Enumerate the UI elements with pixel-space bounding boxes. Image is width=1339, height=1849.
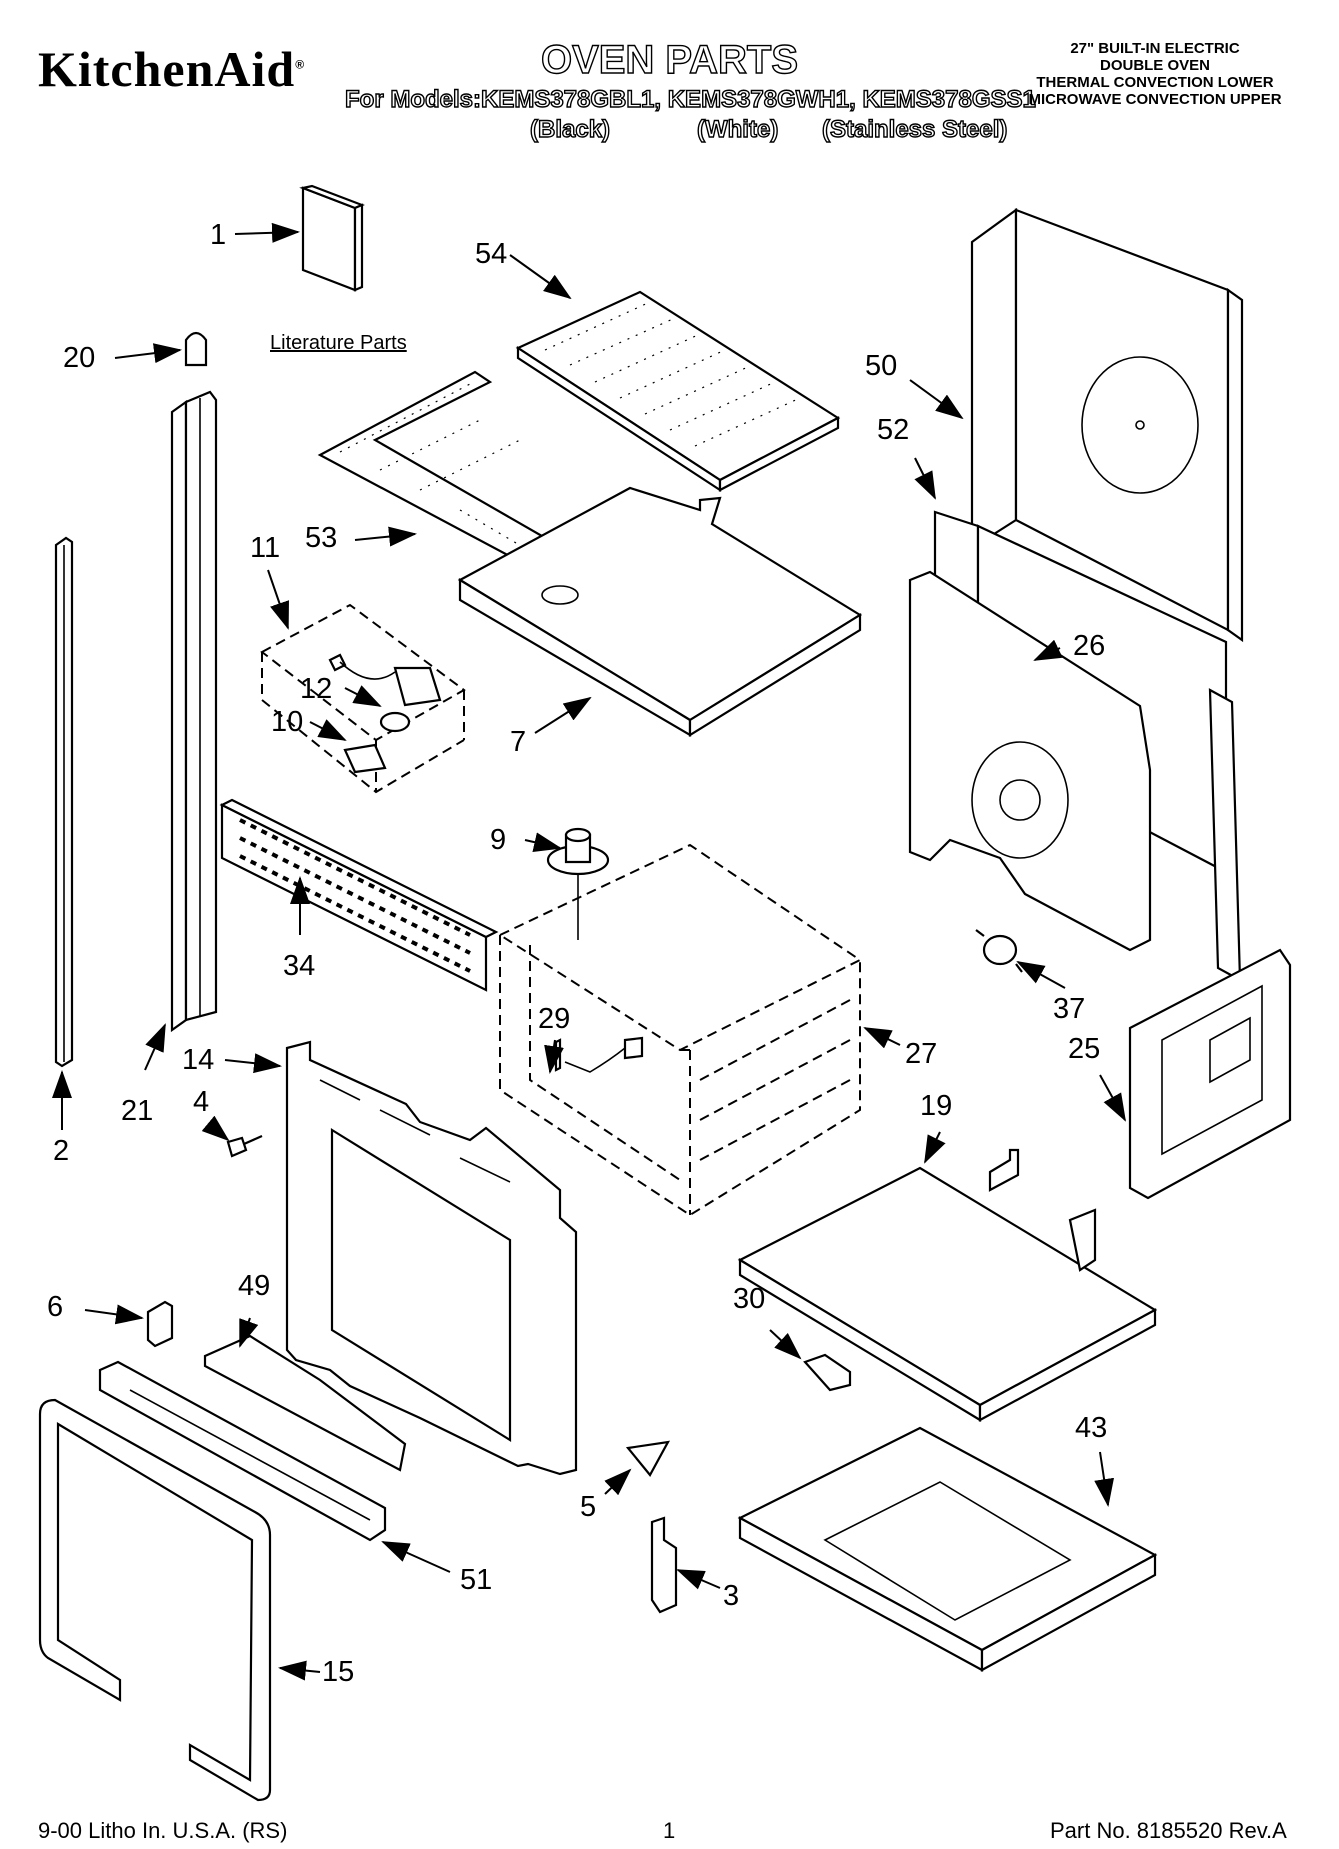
thermostat-part-37 [975, 929, 1023, 973]
callout-leaders [52, 222, 1126, 1681]
model-list: For Models:KEMS378GBL1, KEMS378GWH1, KEM… [344, 85, 1036, 113]
callout-27: 27 [905, 1038, 938, 1070]
sensor-part-29 [554, 1036, 644, 1073]
description-line: MICROWAVE CONVECTION UPPER [1028, 91, 1282, 108]
variant-black: (Black) [529, 115, 611, 143]
registered-mark: ® [295, 57, 306, 72]
vent-grille-part-34 [219, 798, 499, 992]
callout-37: 37 [1053, 993, 1086, 1025]
oven-cavity-part-27 [497, 843, 862, 1217]
callout-51: 51 [460, 1564, 493, 1596]
callout-1: 1 [210, 219, 227, 251]
literature-parts-label: Literature Parts [270, 332, 407, 354]
callout-30: 30 [733, 1283, 766, 1315]
callout-29: 29 [538, 1003, 571, 1035]
thin-trim-part-2 [54, 536, 74, 1068]
clip-part-6 [146, 1300, 174, 1348]
appliance-description: 27" BUILT-IN ELECTRIC DOUBLE OVEN THERMA… [1000, 40, 1310, 108]
brand-name: KitchenAid [38, 41, 296, 97]
page-title: OVEN PARTS [540, 37, 799, 82]
bottom-panel-part-19 [737, 1148, 1158, 1422]
callout-9: 9 [490, 824, 507, 856]
callout-25: 25 [1068, 1033, 1101, 1065]
callout-26: 26 [1073, 630, 1106, 662]
callout-43: 43 [1075, 1412, 1108, 1444]
variant-white: (White) [696, 115, 779, 143]
callout-12: 12 [300, 673, 333, 705]
part-number: Part No. 8185520 Rev.A [1050, 1818, 1287, 1843]
description-line: DOUBLE OVEN [1099, 57, 1210, 74]
bracket-part-5 [625, 1440, 671, 1477]
callout-11: 11 [250, 532, 281, 564]
callout-54: 54 [475, 238, 508, 270]
page-number: 1 [663, 1818, 676, 1843]
top-panel-part-7 [457, 486, 863, 737]
variant-stainless: (Stainless Steel) [821, 115, 1008, 143]
light-assembly-part-11 [260, 603, 466, 794]
front-frame-part-14 [285, 1040, 578, 1476]
side-trim-part-21 [170, 390, 218, 1033]
fan-part-9 [546, 827, 610, 940]
description-line: 27" BUILT-IN ELECTRIC [1070, 40, 1240, 57]
callout-3: 3 [723, 1580, 740, 1612]
callout-53: 53 [305, 522, 338, 554]
callout-7: 7 [510, 726, 527, 758]
callout-52: 52 [877, 414, 910, 446]
callout-15: 15 [322, 1656, 355, 1688]
litho-note: 9-00 Litho In. U.S.A. (RS) [38, 1818, 288, 1843]
bottom-tray-part-43 [737, 1426, 1158, 1672]
insulation-part-54 [515, 290, 841, 493]
literature-booklet-part [299, 184, 365, 292]
description-line: THERMAL CONVECTION LOWER [1036, 74, 1274, 91]
callout-2: 2 [53, 1135, 70, 1167]
callout-19: 19 [920, 1090, 953, 1122]
callout-49: 49 [238, 1270, 271, 1302]
bracket-part-3 [650, 1516, 678, 1614]
side-panel-part-25 [1128, 948, 1292, 1200]
callout-6: 6 [47, 1291, 64, 1323]
convection-bracket-part-26 [908, 570, 1242, 982]
bracket-part-30 [803, 1353, 852, 1392]
callout-10: 10 [271, 706, 304, 738]
callout-20: 20 [63, 342, 96, 374]
cap-part-20 [184, 331, 208, 367]
door-gasket-part-15 [38, 1398, 272, 1802]
callout-34: 34 [283, 950, 316, 982]
callout-14: 14 [182, 1044, 215, 1076]
rear-panel-part-50 [970, 207, 1244, 643]
callout-21: 21 [121, 1095, 154, 1127]
callout-4: 4 [193, 1086, 210, 1118]
vent-trim-part-51 [98, 1360, 387, 1542]
brand-logo: KitchenAid® [38, 40, 305, 98]
screw-part-4 [226, 1134, 263, 1158]
callout-50: 50 [865, 350, 898, 382]
callout-5: 5 [580, 1491, 597, 1523]
